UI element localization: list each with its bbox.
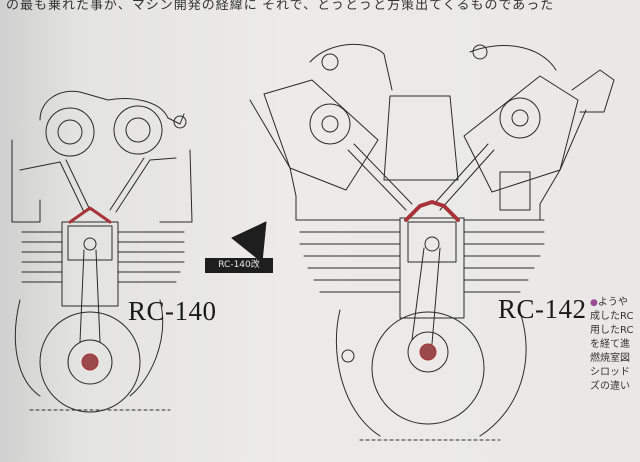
rc142-cooling-fins <box>295 219 545 293</box>
caption-line: ズの違い <box>590 381 630 392</box>
rc142-piston <box>407 221 457 263</box>
rc142-right-cam-hub <box>511 109 529 127</box>
rc142-connecting-rod <box>411 247 441 345</box>
rc142-center-head <box>383 95 459 181</box>
caption-line: 成したRC <box>590 311 634 322</box>
top-body-text-left: の最も乗れた事が、マシン開発の経緯に <box>6 0 258 13</box>
rc142-combustion-chamber <box>404 200 460 222</box>
rc142-cylinder <box>399 217 465 319</box>
rc142-left-cam-hub <box>321 115 339 133</box>
rc142-left-cam <box>309 103 351 145</box>
transition-arrow-icon <box>231 221 267 263</box>
rc142-intake-valve <box>347 143 413 211</box>
rc140-head-bolt <box>173 115 187 129</box>
rc142-top-bracket <box>309 43 557 91</box>
caption-line: を経て進 <box>590 339 630 350</box>
rc140-connecting-rod <box>79 249 101 343</box>
rc142-carburettor <box>571 69 615 113</box>
rc140-left-cam <box>45 107 95 157</box>
caption-line: 燃焼室図 <box>590 353 630 364</box>
rc140-right-cam <box>113 105 163 155</box>
transition-badge: RC-140改 <box>205 258 273 273</box>
rc140-head-outline <box>11 139 193 223</box>
rc142-case-bolt <box>341 349 355 363</box>
rc140-right-cam-cover <box>107 98 185 125</box>
rc142-left-cam-box <box>263 79 379 191</box>
rc142-right-cam-box <box>463 75 579 193</box>
rc142-label: RC-142 <box>498 294 587 324</box>
rc140-crank-hub <box>67 339 113 385</box>
caption-line: ●ようや <box>590 297 628 308</box>
rc142-crankcase <box>335 309 527 437</box>
rc142-crankpin <box>419 343 437 361</box>
rc142-crank-hub <box>407 331 449 373</box>
rc142-exhaust-valve <box>433 143 495 211</box>
rc142-piston-pin <box>424 236 440 252</box>
rc142-crank-wheel <box>371 311 485 425</box>
rc142-side-fitting <box>499 171 531 211</box>
caption-line: 用したRC <box>590 325 634 336</box>
rc140-cylinder <box>61 221 119 307</box>
rc140-exhaust-valve <box>109 157 151 213</box>
rc142-bracket-bolt-left <box>321 53 339 71</box>
top-body-text-right: それで、とうとうと方策出てくるものであった <box>262 0 555 13</box>
rc140-right-cam-hub <box>125 117 151 143</box>
rc140-left-cam-cover <box>39 90 109 121</box>
rc140-intake-valve <box>59 159 91 213</box>
rc140-cooling-fins <box>21 231 185 283</box>
rc140-engine-drawing <box>11 90 193 413</box>
caption-bullet: ● <box>590 298 598 308</box>
rc142-right-cam <box>499 97 541 139</box>
rc142-bracket-bolt-right <box>472 44 488 60</box>
rc140-piston-pin <box>83 237 97 251</box>
rc142-head-outline <box>249 99 587 221</box>
rc140-crankpin <box>81 353 99 371</box>
rc140-crank-wheel <box>39 311 141 413</box>
side-caption: ●ようや 成したRC 用したRC を経て進 燃焼室図 シロッド ズの違い <box>590 296 640 394</box>
rc142-engine-drawing <box>249 43 615 441</box>
caption-line: シロッド <box>590 367 630 378</box>
rc140-crankcase <box>14 299 164 397</box>
rc140-left-cam-hub <box>57 119 83 145</box>
rc140-piston <box>67 225 113 261</box>
rc140-combustion-chamber <box>68 206 112 224</box>
rc140-label: RC-140 <box>128 296 217 326</box>
